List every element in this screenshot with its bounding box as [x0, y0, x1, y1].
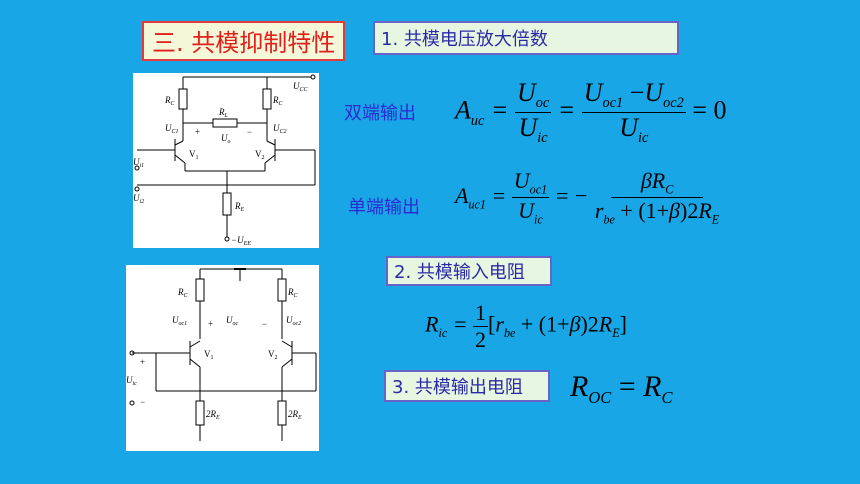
svg-text:Ui1: Ui1 [133, 157, 144, 169]
svg-text:−: − [262, 319, 267, 329]
svg-text:2RE: 2RE [288, 409, 302, 421]
svg-text:V2: V2 [255, 149, 265, 161]
svg-text:RL: RL [218, 107, 229, 119]
svg-text:V2: V2 [268, 349, 278, 361]
svg-text:RC: RC [164, 95, 176, 107]
differential-amp-circuit-1: RC RC RL UC1 UC2 Uo + − V1 V2 Ui1 Ui2 RE… [133, 73, 319, 248]
svg-text:V1: V1 [189, 149, 199, 161]
slide-title: 三. 共模抑制特性 [142, 21, 346, 61]
svg-text:Uoc2: Uoc2 [286, 315, 301, 327]
svg-text:−UEE: −UEE [231, 235, 251, 247]
svg-text:Uo: Uo [221, 133, 231, 145]
single-ended-label: 单端输出 [348, 197, 420, 218]
svg-text:RC: RC [177, 287, 189, 299]
svg-text:−: − [140, 397, 145, 407]
svg-text:2RE: 2RE [206, 409, 220, 421]
svg-text:+: + [208, 319, 213, 329]
double-ended-label: 双端输出 [344, 103, 416, 124]
svg-text:+: + [140, 357, 145, 367]
svg-text:UC1: UC1 [165, 123, 179, 135]
svg-text:+: + [195, 127, 200, 137]
differential-amp-circuit-2: RC RC Uoc1 Uoc Uoc2 + − V1 V2 + Uic − 2R… [126, 265, 319, 451]
svg-text:RE: RE [234, 201, 245, 213]
section-common-mode-gain: 1. 共模电压放大倍数 [373, 21, 679, 55]
svg-text:Uic: Uic [126, 375, 137, 387]
section-common-mode-input-resistance: 2. 共模输入电阻 [386, 256, 552, 286]
svg-text:UC2: UC2 [273, 123, 287, 135]
equation-roc: ROC = RC [570, 370, 673, 407]
svg-text:V1: V1 [204, 349, 214, 361]
svg-text:Ui2: Ui2 [133, 193, 144, 205]
svg-text:UCC: UCC [293, 81, 309, 93]
svg-text:Uoc: Uoc [226, 315, 239, 327]
svg-text:−: − [247, 127, 252, 137]
section-common-mode-output-resistance: 3. 共模输出电阻 [384, 370, 550, 402]
svg-text:Uoc1: Uoc1 [172, 315, 187, 327]
svg-text:RC: RC [272, 95, 284, 107]
svg-text:RC: RC [287, 287, 299, 299]
